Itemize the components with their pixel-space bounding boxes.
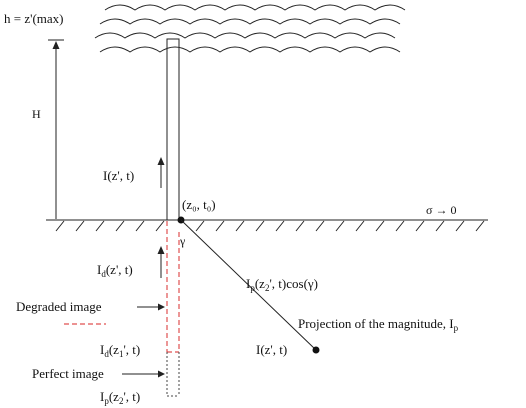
degraded-image-channel	[166, 221, 180, 353]
image-current-2-label: Ip(z2', t)	[100, 389, 140, 406]
channel-current-label: I(z', t)	[103, 168, 134, 183]
degraded-image-label: Degraded image	[16, 299, 102, 314]
degraded-current-label: Id(z', t)	[97, 262, 133, 279]
lightning-channel	[166, 38, 180, 221]
projected-current-label: Ip(z2', t)cos(γ)	[246, 276, 318, 293]
image-current-1-label: Id(z1', t)	[100, 342, 140, 359]
perfect-image-channel	[166, 352, 180, 397]
height-marker-label: H	[32, 107, 41, 121]
perfect-image-pointer-head	[158, 370, 165, 378]
cloud-row-4	[99, 46, 401, 53]
origin-point-label: (z₀, t₀)	[182, 197, 216, 212]
observer-current-label: I(z', t)	[256, 342, 287, 357]
ground-condition-label: σ → 0	[426, 203, 456, 217]
perfect-image-label: Perfect image	[32, 366, 104, 381]
cloud	[94, 4, 406, 53]
cloud-row-3	[94, 32, 396, 39]
angle-label: γ	[179, 234, 186, 248]
degraded-image-pointer-head	[158, 303, 165, 311]
height-arrowhead	[52, 41, 60, 49]
channel-current-arrowhead	[157, 157, 165, 165]
ground-hatching	[55, 220, 485, 232]
top-height-label: h = z'(max)	[4, 11, 63, 26]
image-current-arrowhead	[157, 246, 165, 254]
observation-point	[312, 346, 320, 354]
projection-line	[180, 219, 317, 351]
cloud-row-2	[99, 18, 401, 25]
projection-note-label: Projection of the magnitude, Ip	[298, 316, 459, 333]
cloud-row-1	[104, 4, 406, 11]
